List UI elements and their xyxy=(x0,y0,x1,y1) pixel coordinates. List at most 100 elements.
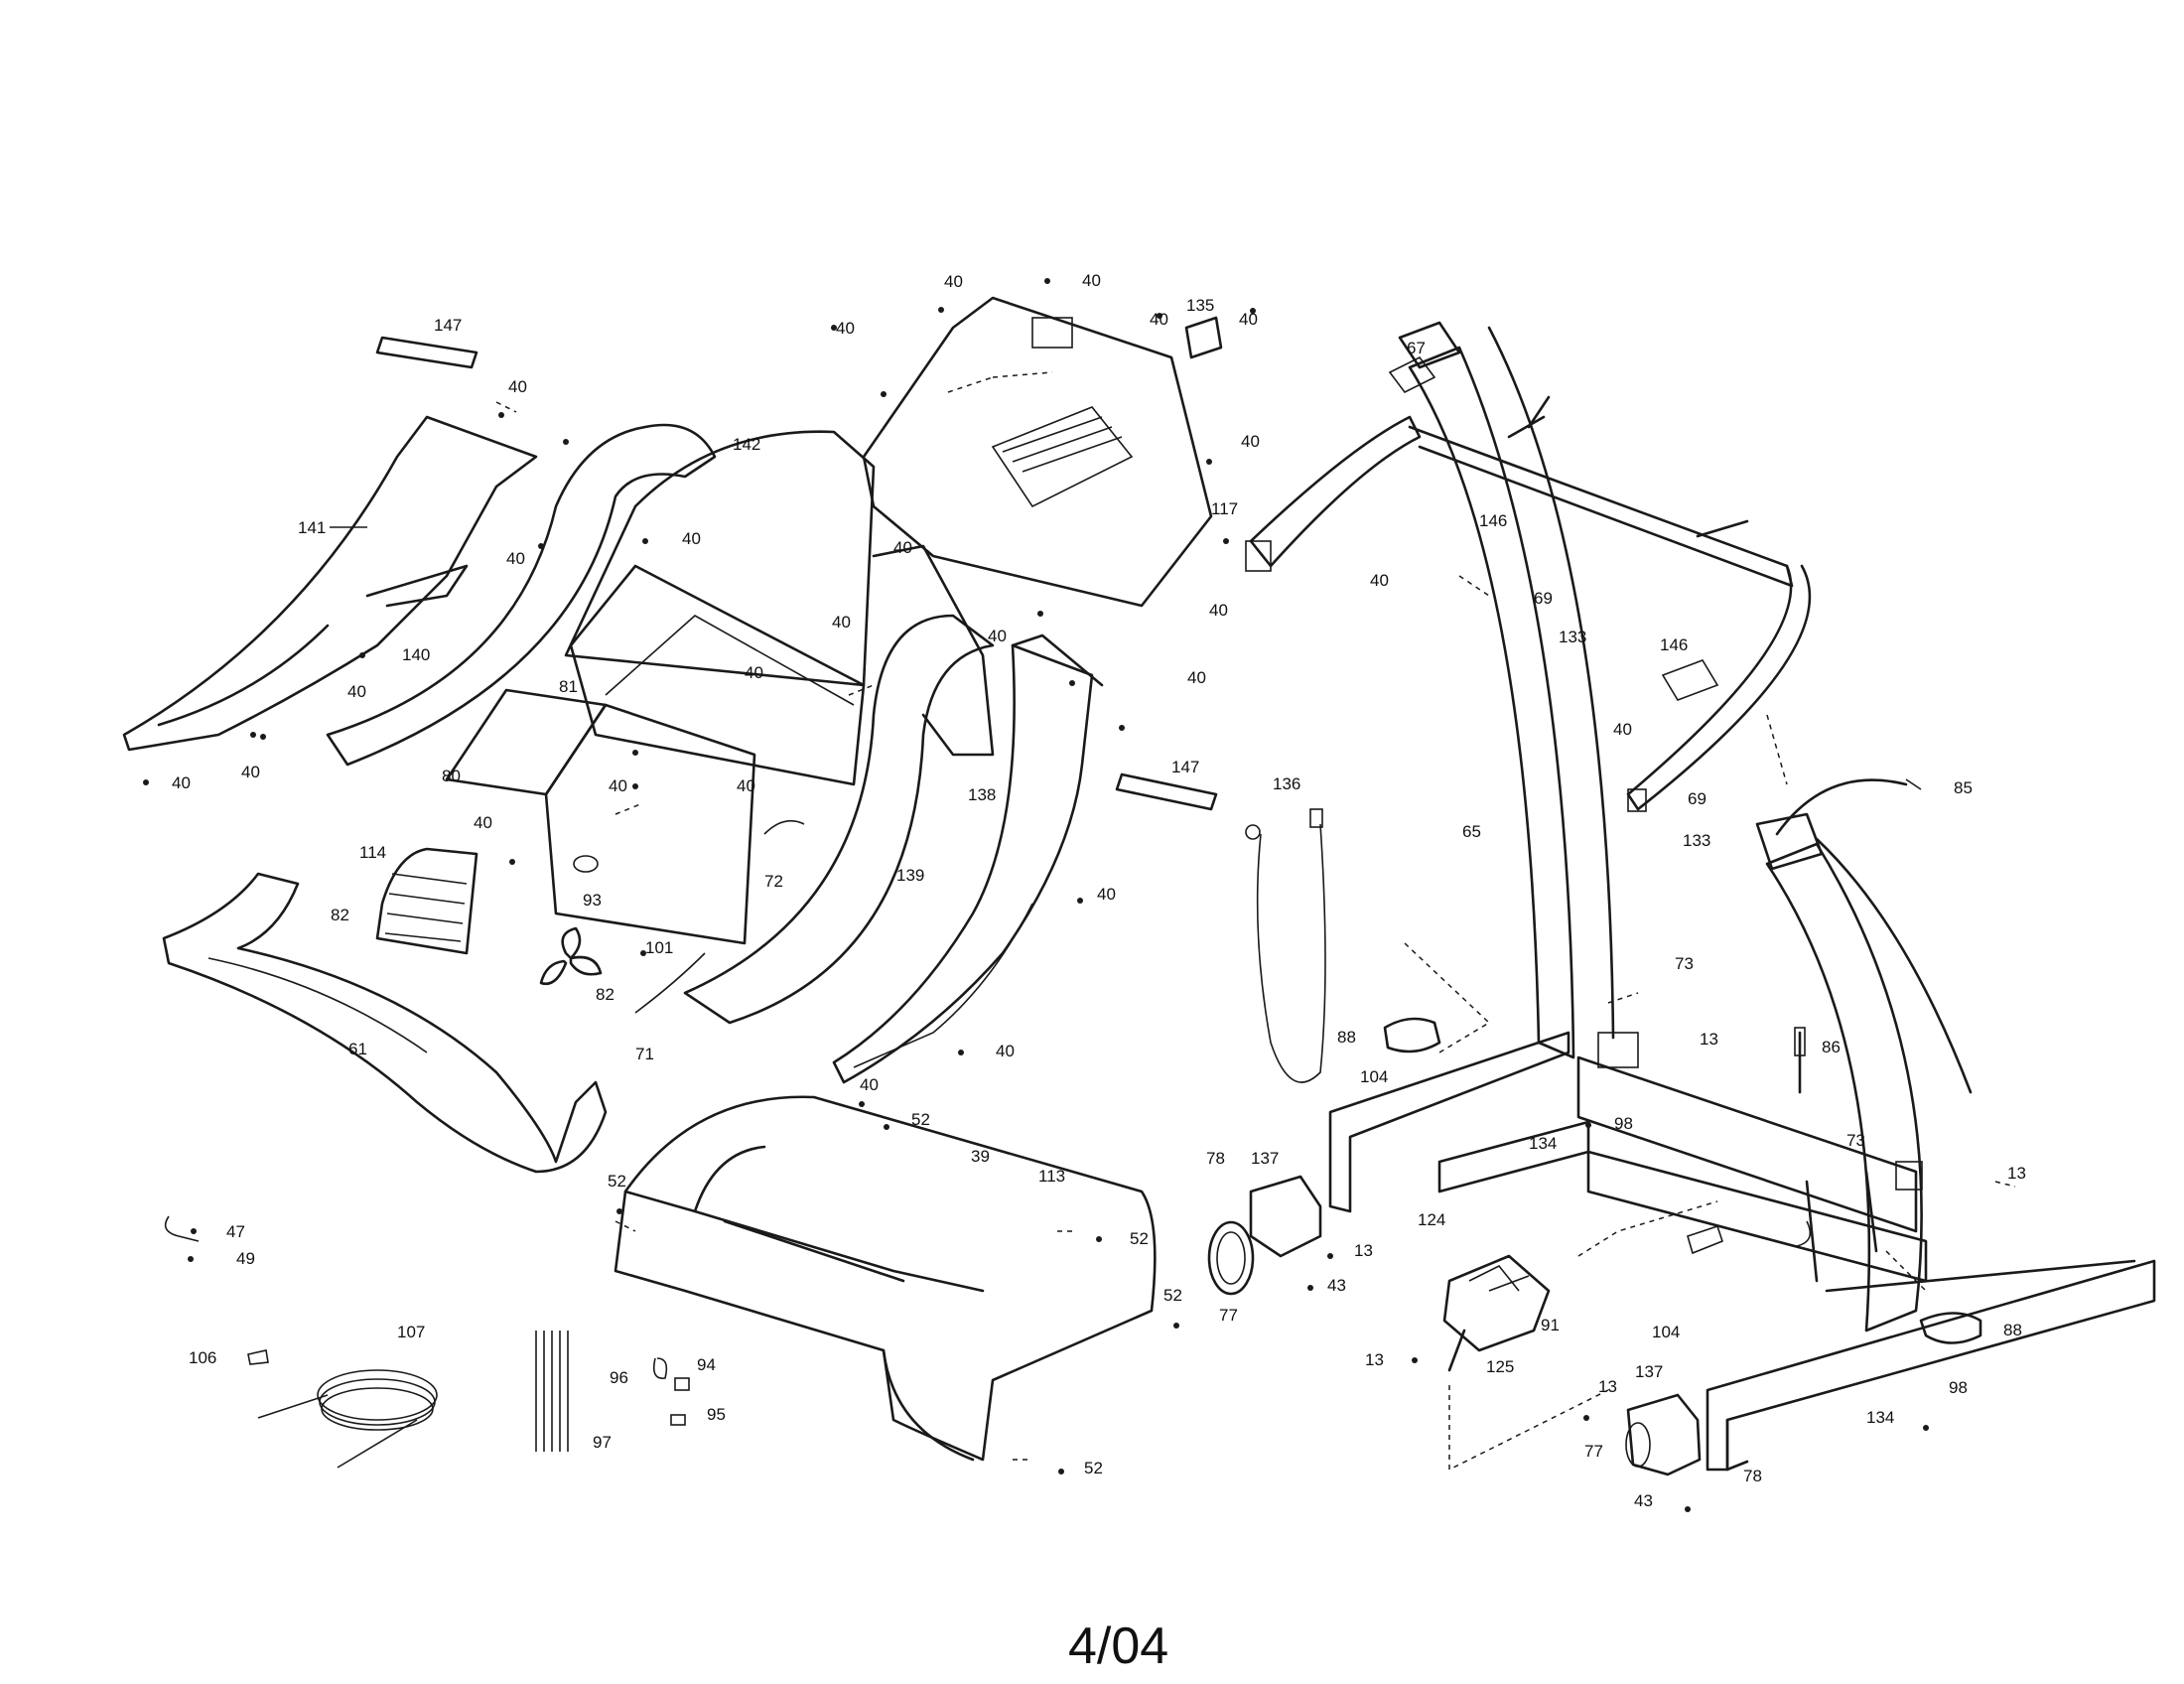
callout-40: 40 xyxy=(172,773,191,792)
fan-93 xyxy=(539,926,603,986)
callout-117: 117 xyxy=(1211,499,1238,518)
upright-cover-140 xyxy=(326,423,717,767)
callout-47: 47 xyxy=(226,1222,245,1241)
callout-113: 113 xyxy=(1038,1167,1065,1186)
callout-91: 91 xyxy=(1541,1316,1560,1334)
callout-88: 88 xyxy=(2003,1321,2022,1339)
callout-40: 40 xyxy=(988,627,1007,645)
callout-40: 40 xyxy=(832,613,851,632)
callout-43: 43 xyxy=(1327,1276,1346,1295)
callout-82: 82 xyxy=(331,906,349,924)
callout-107: 107 xyxy=(397,1323,425,1341)
callout-73: 73 xyxy=(1675,954,1694,973)
callout-40: 40 xyxy=(1239,310,1258,329)
callout-147: 147 xyxy=(1171,758,1199,776)
callout-73: 73 xyxy=(1846,1131,1865,1150)
upright-cover-139 xyxy=(683,544,995,1025)
front-handrail-61 xyxy=(162,872,608,1174)
console-142 xyxy=(564,430,876,687)
motor-hood-39 xyxy=(614,1095,1157,1462)
bracket-69 xyxy=(1398,321,1461,369)
callout-77: 77 xyxy=(1584,1442,1603,1461)
tie-96 xyxy=(652,1357,668,1379)
callout-72: 72 xyxy=(764,872,783,891)
callout-40: 40 xyxy=(1082,271,1101,290)
callout-39: 39 xyxy=(971,1147,990,1166)
callout-40: 40 xyxy=(609,776,627,795)
callout-98: 98 xyxy=(1614,1114,1633,1133)
callout-141: 141 xyxy=(298,518,326,537)
console-base-81 xyxy=(569,564,866,786)
overlay-80 xyxy=(445,688,756,945)
strips-147 xyxy=(375,336,1218,811)
incline-wheel-77-right xyxy=(1625,1393,1702,1476)
callout-40: 40 xyxy=(745,663,763,682)
callout-125: 125 xyxy=(1486,1357,1514,1376)
callout-13: 13 xyxy=(1354,1241,1373,1260)
incline-wheel-77-left xyxy=(1207,1175,1322,1296)
callout-40: 40 xyxy=(347,682,366,701)
callout-96: 96 xyxy=(610,1368,628,1387)
callout-40: 40 xyxy=(1097,885,1116,904)
tether-136 xyxy=(1245,808,1326,1083)
callout-93: 93 xyxy=(583,891,602,910)
grill-114 xyxy=(375,847,478,955)
callout-142: 142 xyxy=(733,435,760,454)
callout-40: 40 xyxy=(241,763,260,781)
callout-52: 52 xyxy=(1163,1286,1182,1305)
callout-101: 101 xyxy=(645,938,673,957)
callout-88: 88 xyxy=(1337,1028,1356,1047)
callout-43: 43 xyxy=(1634,1491,1653,1510)
callout-71: 71 xyxy=(635,1045,654,1063)
callout-69: 69 xyxy=(1688,789,1706,808)
callout-61: 61 xyxy=(348,1040,367,1058)
callout-138: 138 xyxy=(968,785,996,804)
wire-85 xyxy=(1755,778,1922,871)
callout-133: 133 xyxy=(1559,628,1586,646)
upright-frame-65 xyxy=(1408,326,1973,1333)
handrail-frame-67 xyxy=(1245,395,1812,812)
callout-65: 65 xyxy=(1462,822,1481,841)
callout-137: 137 xyxy=(1635,1362,1663,1381)
screw-markers xyxy=(143,278,1929,1512)
callout-40: 40 xyxy=(1150,310,1168,329)
callout-69: 69 xyxy=(1534,589,1553,608)
screw-106 xyxy=(247,1349,269,1365)
bracket-135 xyxy=(1184,316,1223,359)
callout-124: 124 xyxy=(1418,1210,1445,1229)
brackets-146 xyxy=(1388,355,1719,701)
motor-91 xyxy=(1442,1254,1551,1372)
callout-52: 52 xyxy=(911,1110,930,1129)
callout-146: 146 xyxy=(1479,511,1507,530)
wire-71 xyxy=(634,952,706,1014)
callout-40: 40 xyxy=(1241,432,1260,451)
callout-106: 106 xyxy=(189,1348,216,1367)
upright-cover-141 xyxy=(122,415,538,752)
upright-cover-138 xyxy=(832,633,1104,1084)
callout-95: 95 xyxy=(707,1405,726,1424)
callout-134: 134 xyxy=(1866,1408,1894,1427)
callout-133: 133 xyxy=(1683,831,1710,850)
callout-40: 40 xyxy=(944,272,963,291)
page-number: 4/04 xyxy=(1068,1617,1169,1675)
callout-140: 140 xyxy=(402,645,430,664)
callout-139: 139 xyxy=(896,866,924,885)
base-frame xyxy=(1328,1031,2156,1472)
console-back-117 xyxy=(862,296,1213,608)
callout-137: 137 xyxy=(1251,1149,1279,1168)
callout-13: 13 xyxy=(1598,1377,1617,1396)
callout-40: 40 xyxy=(506,549,525,568)
callout-13: 13 xyxy=(1365,1350,1384,1369)
callout-78: 78 xyxy=(1206,1149,1225,1168)
callout-77: 77 xyxy=(1219,1306,1238,1325)
wire-harness-72 xyxy=(763,819,805,835)
clips-94-95 xyxy=(670,1377,690,1426)
callout-85: 85 xyxy=(1954,778,1973,797)
callout-82: 82 xyxy=(596,985,614,1004)
cable-ties-97 xyxy=(535,1331,569,1452)
fasteners-47-49 xyxy=(164,1215,200,1262)
callout-40: 40 xyxy=(893,538,912,557)
callout-146: 146 xyxy=(1660,635,1688,654)
callout-40: 40 xyxy=(508,377,527,396)
callout-81: 81 xyxy=(559,677,578,696)
